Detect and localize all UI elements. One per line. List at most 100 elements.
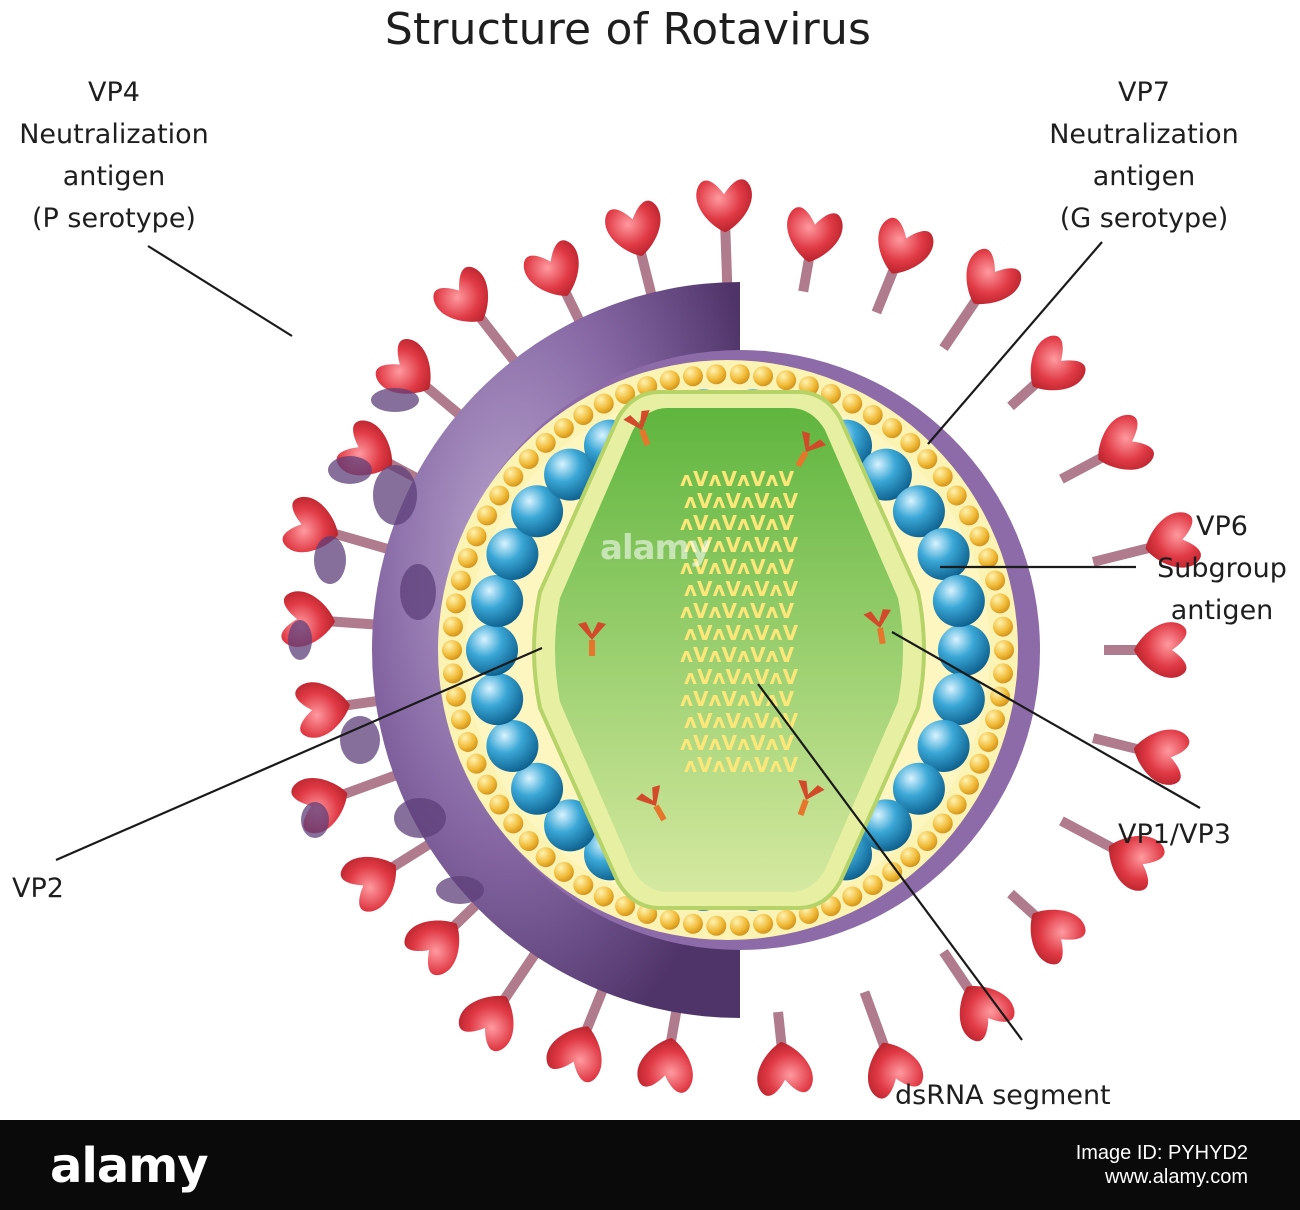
diagram-title: Structure of Rotavirus [384, 4, 872, 55]
spike-head [1030, 909, 1086, 965]
vp7-bead [450, 570, 471, 591]
vp7-bead [753, 366, 774, 387]
vp7-bead [990, 593, 1011, 614]
vp7-bead [969, 526, 990, 547]
leader-vp7 [927, 241, 1103, 445]
spike [546, 985, 609, 1083]
spike-head [1109, 835, 1165, 891]
label-vp4-line: VP4 [88, 77, 140, 108]
enzyme-stem [795, 450, 809, 468]
spike-head [340, 856, 397, 912]
vp7-bead [466, 753, 487, 774]
enzyme-stem [639, 428, 651, 447]
spike-stalk [635, 249, 657, 299]
label-vp2: VP2 [12, 873, 64, 904]
watermark: alamy [600, 528, 711, 568]
vp7-bead [442, 663, 463, 684]
vp7-bead [593, 393, 614, 414]
label-vp4-line: antigen [62, 161, 166, 192]
spike [757, 1011, 813, 1096]
vp7-bead [946, 485, 967, 506]
vp7-bead [917, 449, 938, 470]
vp7-bead [553, 861, 574, 882]
spike-stalk [1007, 378, 1041, 411]
enzyme-stem [589, 640, 595, 656]
spike [458, 948, 541, 1052]
spike [340, 838, 434, 912]
vp7-bead [442, 616, 463, 637]
enzyme-arms [863, 609, 892, 628]
vp7-bead [457, 548, 478, 569]
vp7-bead [969, 753, 990, 774]
spike-head [295, 682, 350, 738]
vp1-vp3-enzymes [578, 410, 892, 822]
vp7-bead [994, 640, 1014, 660]
spike-head [787, 207, 843, 262]
vp7-bead [958, 505, 979, 526]
dsrna-row: ʌVʌVʌVʌV [680, 687, 795, 711]
vp7-bead [445, 593, 466, 614]
vp7-bead [900, 432, 921, 453]
vp7-bead [535, 847, 556, 868]
enzyme-stem [797, 798, 809, 817]
spike-head [375, 339, 431, 394]
vp6-bead [932, 574, 985, 627]
dsrna-row: ʌVʌVʌVʌV [684, 621, 799, 645]
spike-stalk [939, 295, 982, 352]
spike [696, 179, 752, 287]
enzyme-arms [578, 622, 606, 640]
vp7-bead [958, 774, 979, 795]
spike-head [523, 240, 579, 296]
capsid-pits [288, 388, 484, 904]
core-interior [555, 408, 903, 892]
vp6-bead [511, 485, 564, 538]
vp7-bead [682, 366, 703, 387]
footer-logo: alamy [50, 1138, 209, 1194]
spike [637, 1007, 693, 1093]
vp7-bead [503, 466, 524, 487]
vp6-bead [486, 719, 539, 772]
vp6-bead [471, 673, 524, 726]
vp6-bead [892, 762, 945, 815]
dsrna-row: ʌVʌVʌVʌV [684, 709, 799, 733]
spike-stalk [448, 899, 482, 932]
spike-head [1098, 414, 1154, 470]
label-vp6-line: VP6 [1196, 511, 1248, 542]
vp7-bead [862, 875, 883, 896]
vp7-bead [993, 616, 1014, 637]
vp6-bead [471, 574, 524, 627]
vp6-bead [917, 528, 970, 581]
spike-stalk [1104, 645, 1140, 655]
spike [871, 217, 934, 315]
spike-stalk [343, 695, 381, 711]
vp6-bead [544, 448, 597, 501]
spike-head [458, 995, 514, 1052]
spike-stalk [1059, 816, 1117, 854]
label-vp7-line: Neutralization [1049, 119, 1239, 150]
vp7-bead [593, 886, 614, 907]
leader-lines [55, 241, 1201, 1041]
label-vp6-line: antigen [1170, 595, 1274, 626]
dsrna-row: ʌVʌVʌVʌV [684, 753, 799, 777]
enzyme-arms [798, 780, 825, 800]
capsid-pit [340, 716, 380, 764]
enzyme-arms [801, 431, 827, 452]
dsrna-row: ʌVʌVʌVʌV [684, 577, 799, 601]
vp7-bead [729, 915, 750, 936]
vp7-bead-ring [442, 364, 1014, 936]
spike-head [1145, 512, 1201, 568]
vp7-bead [659, 370, 680, 391]
spike-stalk [1007, 889, 1041, 922]
spike-stalk [475, 312, 520, 367]
spike-stalk [1091, 542, 1153, 567]
rotavirus-diagram: ʌVʌVʌVʌVʌVʌVʌVʌVʌVʌVʌVʌVʌVʌVʌVʌVʌVʌVʌVʌV… [55, 179, 1201, 1099]
dsrna-segments: ʌVʌVʌVʌVʌVʌVʌVʌVʌVʌVʌVʌVʌVʌVʌVʌVʌVʌVʌVʌV… [680, 467, 799, 777]
spike-stalk [581, 985, 609, 1034]
vp7-bead [445, 686, 466, 707]
vp7-bead [442, 640, 462, 660]
vp7-bead [917, 830, 938, 851]
spike-stalk [387, 838, 434, 873]
spike-stalk [798, 255, 815, 293]
vp7-bead [993, 663, 1014, 684]
vp7-bead [573, 875, 594, 896]
